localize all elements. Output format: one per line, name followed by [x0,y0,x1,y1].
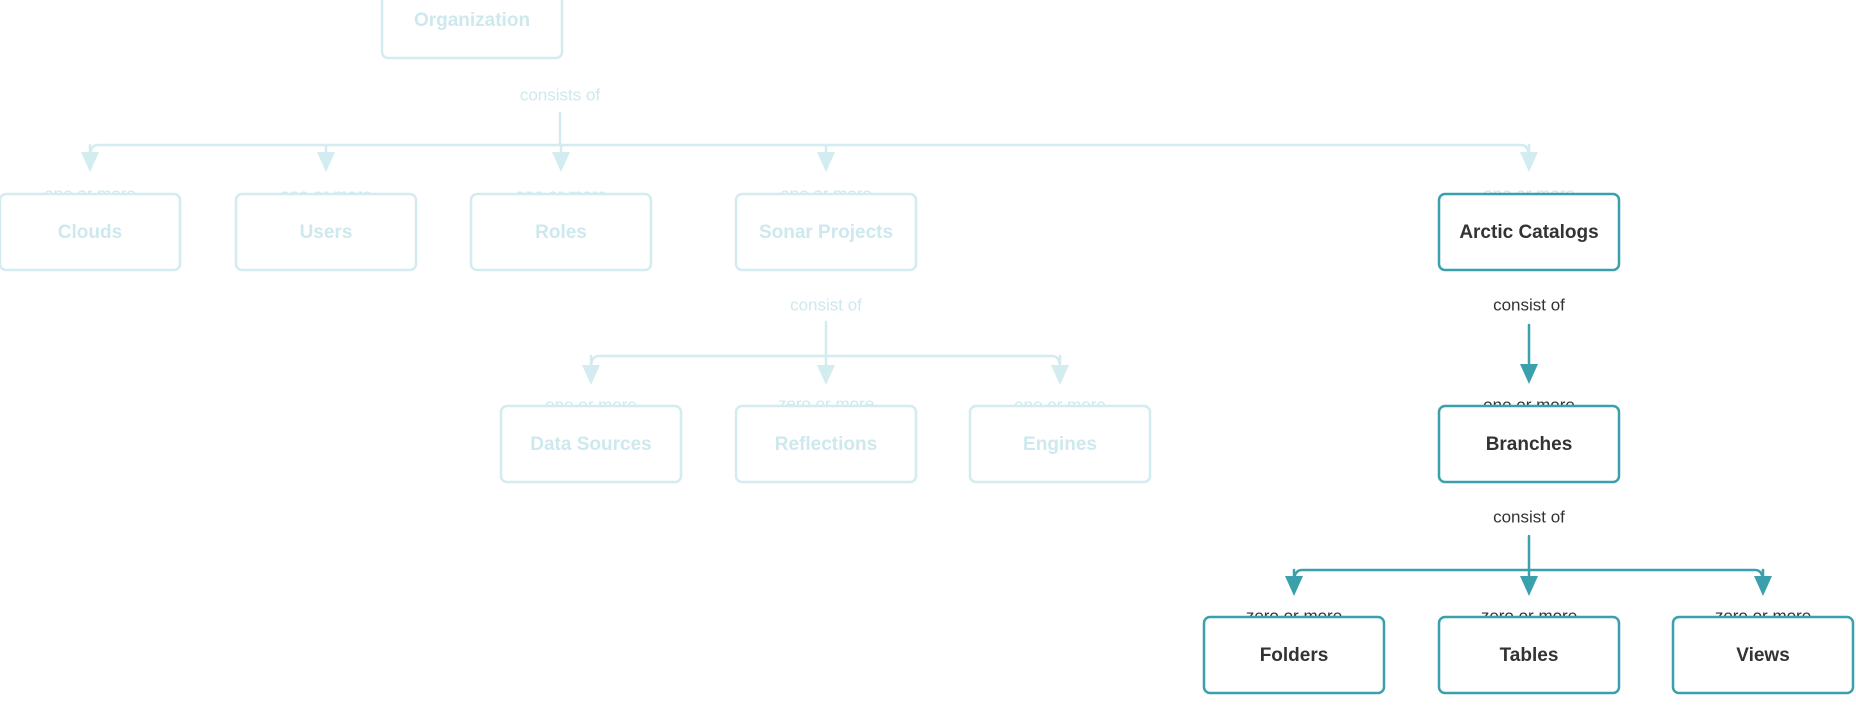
organization-connector-arrowhead [81,152,99,172]
node-views-label: Views [1736,645,1790,666]
node-folders-box [1202,615,1386,695]
branches-connector-arrowhead [1520,576,1538,596]
node-roles[interactable]: Roles [469,192,653,272]
sonar-connector-arrowhead [582,365,600,385]
node-engines[interactable]: Engines [968,404,1152,484]
sonar-connector-arrowhead [1051,365,1069,385]
node-engines-label: Engines [1023,434,1097,455]
node-users-box [234,192,418,272]
organization-connector [81,111,1538,172]
node-tables[interactable]: Tables [1437,615,1621,695]
organization-connector-arrowhead [1520,152,1538,172]
node-organization-box [380,0,564,60]
node-arctic-catalogs-box [1437,192,1621,272]
edge-label-branches-relation: consist of [1493,507,1565,526]
node-roles-box [469,192,653,272]
organization-connector-bar [88,143,1531,159]
branches-connector-arrowhead [1285,576,1303,596]
node-branches-box [1437,404,1621,484]
node-clouds-box [0,192,182,272]
edge-label-sonar-relation: consist of [790,295,862,314]
branches-connector [1285,534,1772,596]
node-data-sources[interactable]: Data Sources [499,404,683,484]
node-folders[interactable]: Folders [1202,615,1386,695]
node-engines-box [968,404,1152,484]
sonar-connector-arrowhead [817,365,835,385]
node-tables-label: Tables [1500,645,1559,666]
node-branches[interactable]: Branches [1437,404,1621,484]
node-roles-label: Roles [535,222,587,243]
arctic-connector-arrowhead [1520,364,1538,384]
connectors [81,111,1772,596]
node-clouds[interactable]: Clouds [0,192,182,272]
organization-connector-arrowhead [817,152,835,172]
node-sonar-projects-box [734,192,918,272]
node-organization[interactable]: Organization [380,0,564,60]
node-users[interactable]: Users [234,192,418,272]
node-sonar-projects-label: Sonar Projects [759,222,893,243]
node-branches-label: Branches [1486,434,1573,455]
node-reflections-label: Reflections [775,434,877,455]
edge-label-arctic-relation: consist of [1493,295,1565,314]
node-folders-label: Folders [1260,645,1329,666]
branches-connector-arrowhead [1754,576,1772,596]
organization-connector-arrowhead [552,152,570,172]
organization-connector-arrowhead [317,152,335,172]
node-organization-label: Organization [414,10,530,31]
node-views-box [1671,615,1855,695]
edge-label-organization-relation: consists of [520,85,601,104]
node-reflections-box [734,404,918,484]
node-data-sources-box [499,404,683,484]
node-arctic-catalogs[interactable]: Arctic Catalogs [1437,192,1621,272]
node-tables-box [1437,615,1621,695]
sonar-connector [582,320,1069,385]
node-sonar-projects[interactable]: Sonar Projects [734,192,918,272]
node-users-label: Users [300,222,353,243]
node-views[interactable]: Views [1671,615,1855,695]
arctic-connector [1520,323,1538,384]
node-clouds-label: Clouds [58,222,122,243]
node-arctic-catalogs-label: Arctic Catalogs [1459,222,1598,243]
node-reflections[interactable]: Reflections [734,404,918,484]
node-data-sources-label: Data Sources [530,434,651,455]
